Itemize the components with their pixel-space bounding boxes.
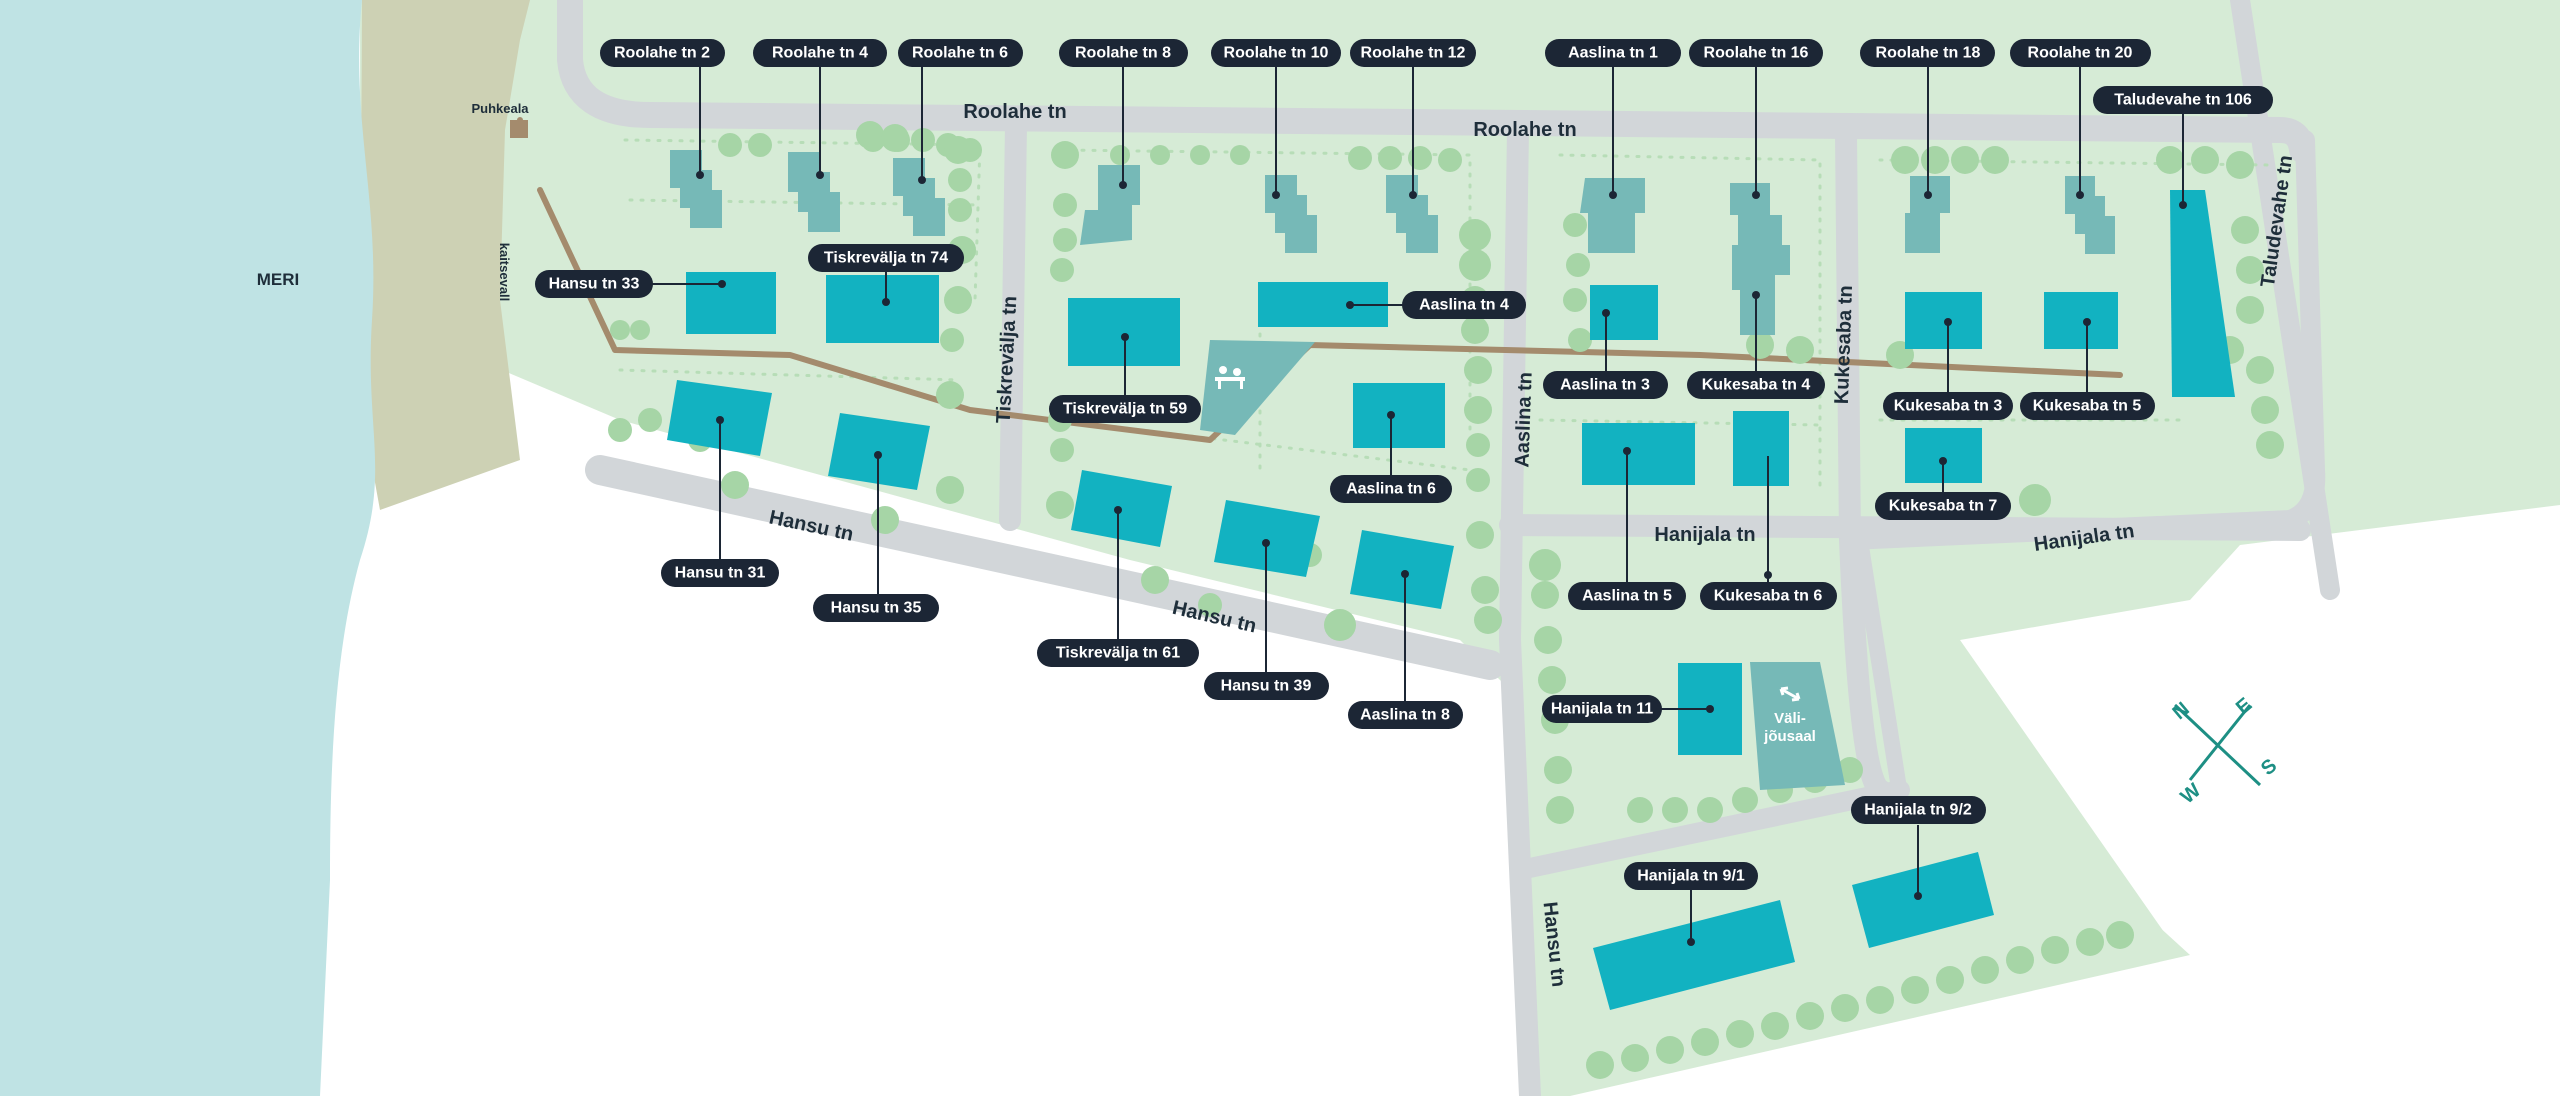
svg-text:Taludevahe tn 106: Taludevahe tn 106 — [2114, 92, 2252, 109]
callout-taludevahe-106[interactable]: Taludevahe tn 106 — [2093, 86, 2273, 209]
callout-roolahe-8[interactable]: Roolahe tn 8 — [1059, 39, 1188, 189]
callout-aaslina-1[interactable]: Aaslina tn 1 — [1545, 39, 1681, 199]
street-kukesaba: Kukesaba tn — [1831, 285, 1857, 405]
rest-area-marker — [510, 120, 528, 138]
callout-hansu-31[interactable]: Hansu tn 31 — [661, 416, 779, 587]
callout-roolahe-12[interactable]: Roolahe tn 12 — [1350, 39, 1476, 199]
street-hanijala-1: Hanijala tn — [1654, 524, 1755, 546]
callout-roolahe-10[interactable]: Roolahe tn 10 — [1211, 39, 1341, 199]
sea-label: MERI — [257, 270, 300, 289]
svg-text:Roolahe tn 4: Roolahe tn 4 — [772, 45, 868, 62]
callout-roolahe-4[interactable]: Roolahe tn 4 — [753, 39, 887, 179]
new-buildings — [667, 190, 2235, 1010]
callout-aaslina-6[interactable]: Aaslina tn 6 — [1330, 411, 1452, 503]
svg-text:Roolahe tn 12: Roolahe tn 12 — [1361, 45, 1466, 62]
existing-buildings — [670, 150, 2115, 335]
building-aaslina-3 — [1590, 285, 1658, 340]
callout-aaslina-4[interactable]: Aaslina tn 4 — [1346, 291, 1526, 319]
svg-text:Roolahe tn 8: Roolahe tn 8 — [1075, 45, 1171, 62]
svg-text:Roolahe tn 18: Roolahe tn 18 — [1876, 45, 1981, 62]
building-taludevahe-106 — [2170, 190, 2235, 397]
svg-text:Tiskrevälja tn 61: Tiskrevälja tn 61 — [1056, 645, 1180, 662]
callout-roolahe-18[interactable]: Roolahe tn 18 — [1860, 39, 1995, 199]
walking-path — [537, 187, 2123, 443]
outdoor-gym-area — [1750, 662, 1845, 790]
svg-text:Hanijala tn 9/2: Hanijala tn 9/2 — [1864, 802, 1972, 819]
callout-aaslina-8[interactable]: Aaslina tn 8 — [1348, 570, 1463, 729]
callout-hanijala-11[interactable]: Hanijala tn 11 — [1542, 695, 1714, 723]
svg-text:Hanijala tn 11: Hanijala tn 11 — [1551, 701, 1653, 718]
building-kukesaba-3 — [1905, 292, 1982, 349]
building-aaslina-6 — [1353, 383, 1445, 448]
building-kukesaba-5 — [2044, 292, 2118, 349]
gym-arrows-icon — [1779, 686, 1801, 702]
svg-text:Tiskrevälja tn 74: Tiskrevälja tn 74 — [824, 250, 948, 267]
svg-text:Aaslina tn 4: Aaslina tn 4 — [1419, 297, 1509, 314]
callout-kukesaba-3[interactable]: Kukesaba tn 3 — [1883, 318, 2013, 420]
svg-text:Hansu tn 35: Hansu tn 35 — [831, 600, 922, 617]
svg-text:Roolahe tn 16: Roolahe tn 16 — [1704, 45, 1809, 62]
building-aaslina-5 — [1582, 423, 1695, 485]
callout-tiskrevalja-59[interactable]: Tiskrevälja tn 59 — [1049, 333, 1201, 423]
beach-strip — [360, 0, 530, 510]
embankment-label: kaitsevall — [497, 243, 512, 302]
callout-kukesaba-6[interactable]: Kukesaba tn 6 — [1700, 456, 1837, 610]
callout-kukesaba-7[interactable]: Kukesaba tn 7 — [1875, 457, 2011, 520]
callout-roolahe-16[interactable]: Roolahe tn 16 — [1689, 39, 1823, 199]
callout-hanijala-9-1[interactable]: Hanijala tn 9/1 — [1624, 862, 1758, 946]
svg-text:Hansu tn 33: Hansu tn 33 — [549, 276, 640, 293]
svg-text:Hansu tn 31: Hansu tn 31 — [675, 565, 766, 582]
callout-kukesaba-5[interactable]: Kukesaba tn 5 — [2020, 318, 2155, 420]
svg-text:Aaslina tn 8: Aaslina tn 8 — [1360, 707, 1450, 724]
street-roolahe-2: Roolahe tn — [1473, 119, 1576, 141]
callout-hansu-39[interactable]: Hansu tn 39 — [1204, 539, 1329, 700]
svg-text:Aaslina tn 3: Aaslina tn 3 — [1560, 377, 1650, 394]
callout-roolahe-6[interactable]: Roolahe tn 6 — [898, 39, 1023, 184]
building-hanijala-9-1 — [1593, 900, 1795, 1010]
svg-text:Kukesaba tn 4: Kukesaba tn 4 — [1702, 377, 1811, 394]
playground-area — [1200, 340, 1315, 435]
callout-hansu-35[interactable]: Hansu tn 35 — [813, 451, 939, 622]
gym-label-line1: Väli- — [1774, 710, 1806, 727]
svg-text:Hansu tn 39: Hansu tn 39 — [1221, 678, 1312, 695]
svg-text:Tiskrevälja tn 59: Tiskrevälja tn 59 — [1063, 401, 1187, 418]
svg-text:Hanijala tn 9/1: Hanijala tn 9/1 — [1637, 868, 1745, 885]
svg-text:Aaslina tn 6: Aaslina tn 6 — [1346, 481, 1436, 498]
callout-aaslina-3[interactable]: Aaslina tn 3 — [1543, 309, 1668, 399]
svg-text:Roolahe tn 6: Roolahe tn 6 — [912, 45, 1008, 62]
gym-label-line2: jõusaal — [1763, 728, 1816, 745]
svg-text:Aaslina tn 1: Aaslina tn 1 — [1568, 45, 1658, 62]
callout-roolahe-20[interactable]: Roolahe tn 20 — [2010, 39, 2151, 199]
building-kukesaba-6 — [1733, 411, 1789, 486]
building-hansu-39 — [1214, 500, 1320, 577]
building-hansu-33 — [686, 272, 776, 334]
svg-text:Kukesaba tn 6: Kukesaba tn 6 — [1714, 588, 1823, 605]
playground-icon — [1215, 366, 1245, 389]
callout-hanijala-9-2[interactable]: Hanijala tn 9/2 — [1851, 796, 1986, 900]
svg-text:Kukesaba tn 5: Kukesaba tn 5 — [2033, 398, 2142, 415]
svg-text:Roolahe tn 2: Roolahe tn 2 — [614, 45, 710, 62]
callout-tiskrevalja-74[interactable]: Tiskrevälja tn 74 — [808, 244, 964, 306]
callout-tiskrevalja-61[interactable]: Tiskrevälja tn 61 — [1037, 506, 1199, 667]
svg-text:Roolahe tn 10: Roolahe tn 10 — [1224, 45, 1329, 62]
road-network — [557, 0, 2340, 1096]
svg-text:Kukesaba tn 7: Kukesaba tn 7 — [1889, 498, 1998, 515]
building-hanijala-9-2 — [1852, 852, 1994, 948]
callout-aaslina-5[interactable]: Aaslina tn 5 — [1568, 447, 1686, 610]
svg-text:Aaslina tn 5: Aaslina tn 5 — [1582, 588, 1672, 605]
rest-area-label: Puhkeala — [471, 101, 529, 116]
street-roolahe-1: Roolahe tn — [963, 101, 1066, 123]
callout-roolahe-2[interactable]: Roolahe tn 2 — [600, 39, 725, 179]
callout-kukesaba-4[interactable]: Kukesaba tn 4 — [1687, 291, 1825, 399]
sea — [0, 0, 376, 1096]
building-aaslina-8 — [1350, 530, 1454, 609]
svg-text:Kukesaba tn 3: Kukesaba tn 3 — [1894, 398, 2003, 415]
street-aaslina: Aaslina tn — [1511, 372, 1536, 468]
svg-text:Roolahe tn 20: Roolahe tn 20 — [2028, 45, 2133, 62]
address-callouts: Roolahe tn 2 Roolahe tn 4 Roolahe tn 6 R… — [535, 39, 2273, 946]
callout-hansu-33[interactable]: Hansu tn 33 — [535, 270, 726, 298]
building-tiskrevalja-74 — [826, 275, 939, 343]
